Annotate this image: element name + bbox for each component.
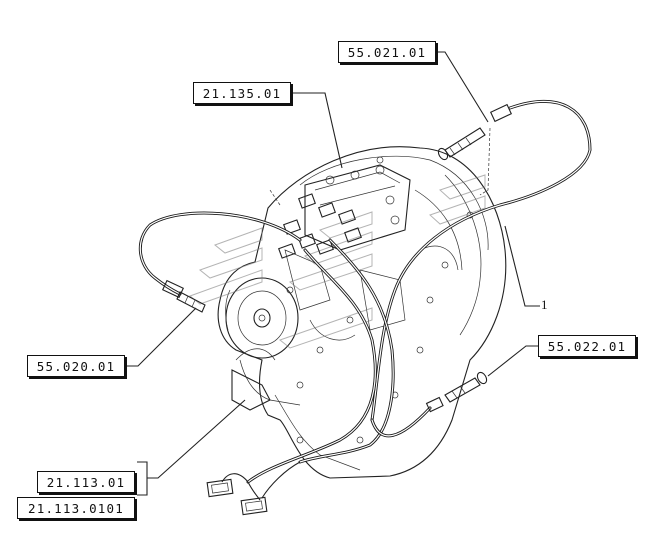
wiring-harness-icon	[138, 99, 592, 501]
manufacturer-watermark-icon	[188, 174, 486, 349]
valve-block	[304, 164, 411, 251]
part-number-label: 1	[541, 297, 548, 312]
connector-plug-icon	[206, 478, 268, 516]
ref-label-21-113-01[interactable]: 21.113.01	[37, 471, 135, 493]
ref-label-21-135-01[interactable]: 21.135.01	[193, 82, 291, 104]
ref-label-55-022-01[interactable]: 55.022.01	[538, 335, 636, 357]
leader-lines	[125, 51, 540, 496]
transmission-housing-icon	[217, 146, 507, 479]
speed-sensor-icon	[161, 103, 513, 413]
solenoid-connector-group	[278, 193, 362, 259]
ref-label-21-113-0101[interactable]: 21.113.0101	[17, 497, 135, 519]
ref-label-55-020-01[interactable]: 55.020.01	[27, 355, 125, 377]
ref-label-55-021-01[interactable]: 55.021.01	[338, 41, 436, 63]
